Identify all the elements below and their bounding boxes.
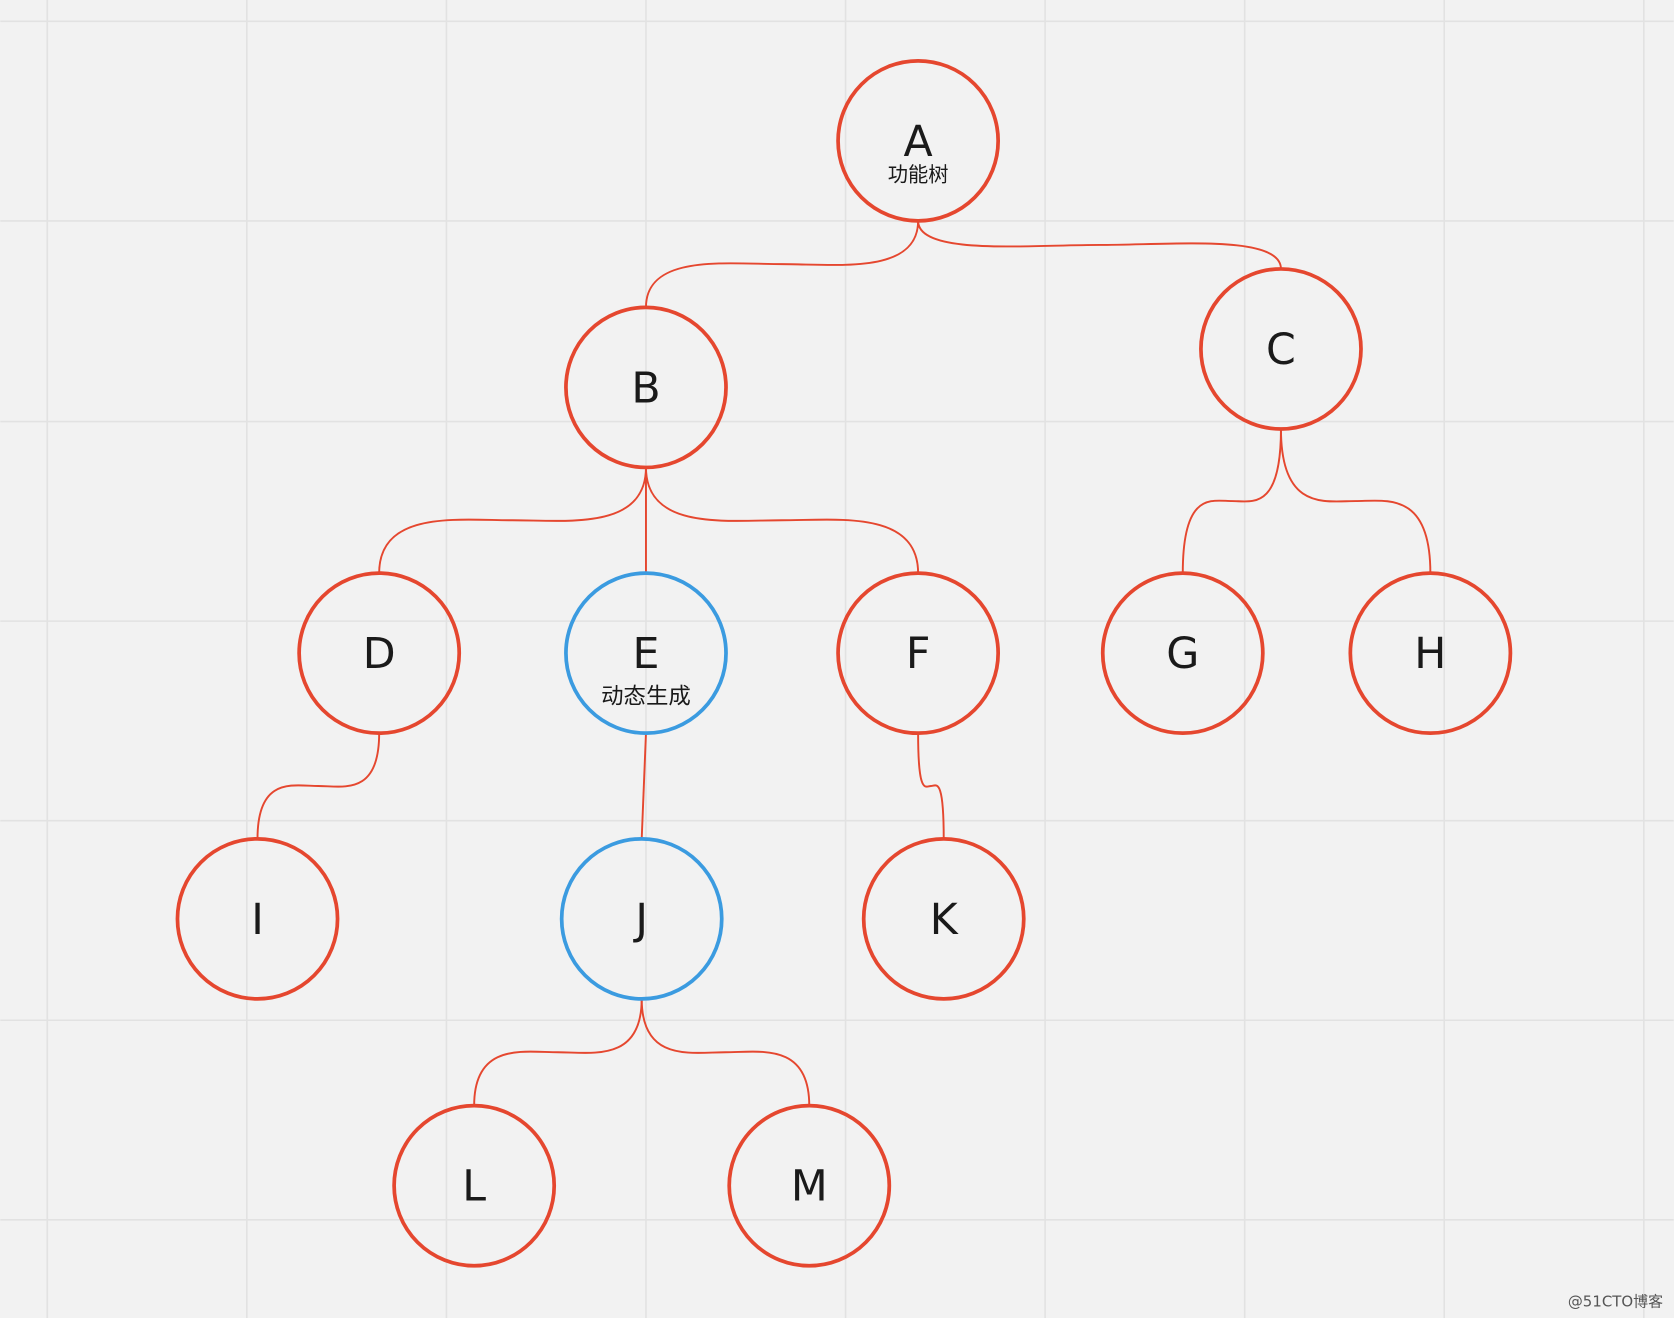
node-circle: [1348, 571, 1513, 736]
node-sublabel: 动态生成: [601, 683, 691, 709]
edge-C-H: [1279, 429, 1432, 574]
node-circle: [564, 305, 728, 470]
node-J[interactable]: J: [559, 836, 724, 1001]
node-label: J: [632, 895, 648, 945]
node-G[interactable]: G: [1100, 571, 1265, 736]
node-M[interactable]: M: [727, 1103, 892, 1268]
node-F[interactable]: F: [836, 571, 1001, 736]
edge-A-B: [645, 220, 920, 308]
node-label: E: [632, 629, 659, 679]
edge-B-D: [378, 467, 647, 574]
edges: [256, 220, 1432, 1106]
node-label: B: [631, 363, 660, 413]
edge-A-C: [917, 220, 1282, 270]
node-E[interactable]: E 动态生成: [564, 571, 728, 736]
node-D[interactable]: D: [297, 571, 462, 736]
node-label: D: [363, 629, 396, 679]
edge-J-M: [640, 998, 811, 1106]
node-label: F: [906, 629, 931, 679]
node-L[interactable]: L: [392, 1103, 557, 1268]
node-sublabel: 功能树: [888, 162, 949, 186]
node-label: M: [791, 1162, 828, 1212]
node-circle: [1100, 571, 1265, 736]
node-circle: [392, 1103, 557, 1268]
node-label: H: [1414, 629, 1446, 679]
node-circle: [727, 1103, 892, 1268]
node-circle: [564, 571, 728, 736]
edge-D-I: [256, 733, 381, 839]
node-H[interactable]: H: [1348, 571, 1513, 736]
edge-J-L: [473, 998, 643, 1106]
node-label: C: [1266, 325, 1296, 375]
node-circle: [836, 571, 1001, 736]
node-circle: [1199, 267, 1363, 431]
node-label: G: [1166, 629, 1199, 679]
node-label: A: [904, 117, 933, 167]
node-I[interactable]: I: [175, 836, 340, 1001]
edge-E-J: [640, 733, 647, 839]
node-B[interactable]: B: [564, 305, 728, 470]
node-label: K: [930, 895, 959, 945]
node-label: I: [251, 895, 264, 945]
node-circle: [861, 836, 1026, 1001]
node-circle: [175, 836, 340, 1001]
node-circle: [559, 836, 724, 1001]
edge-C-G: [1181, 429, 1282, 574]
node-circle: [836, 58, 1001, 223]
node-K[interactable]: K: [861, 836, 1026, 1001]
watermark: @51CTO博客: [1568, 1292, 1663, 1310]
node-circle: [297, 571, 462, 736]
node-C[interactable]: C: [1199, 267, 1363, 431]
edge-F-K: [917, 733, 945, 839]
edge-B-F: [645, 467, 920, 574]
node-label: L: [462, 1162, 486, 1212]
